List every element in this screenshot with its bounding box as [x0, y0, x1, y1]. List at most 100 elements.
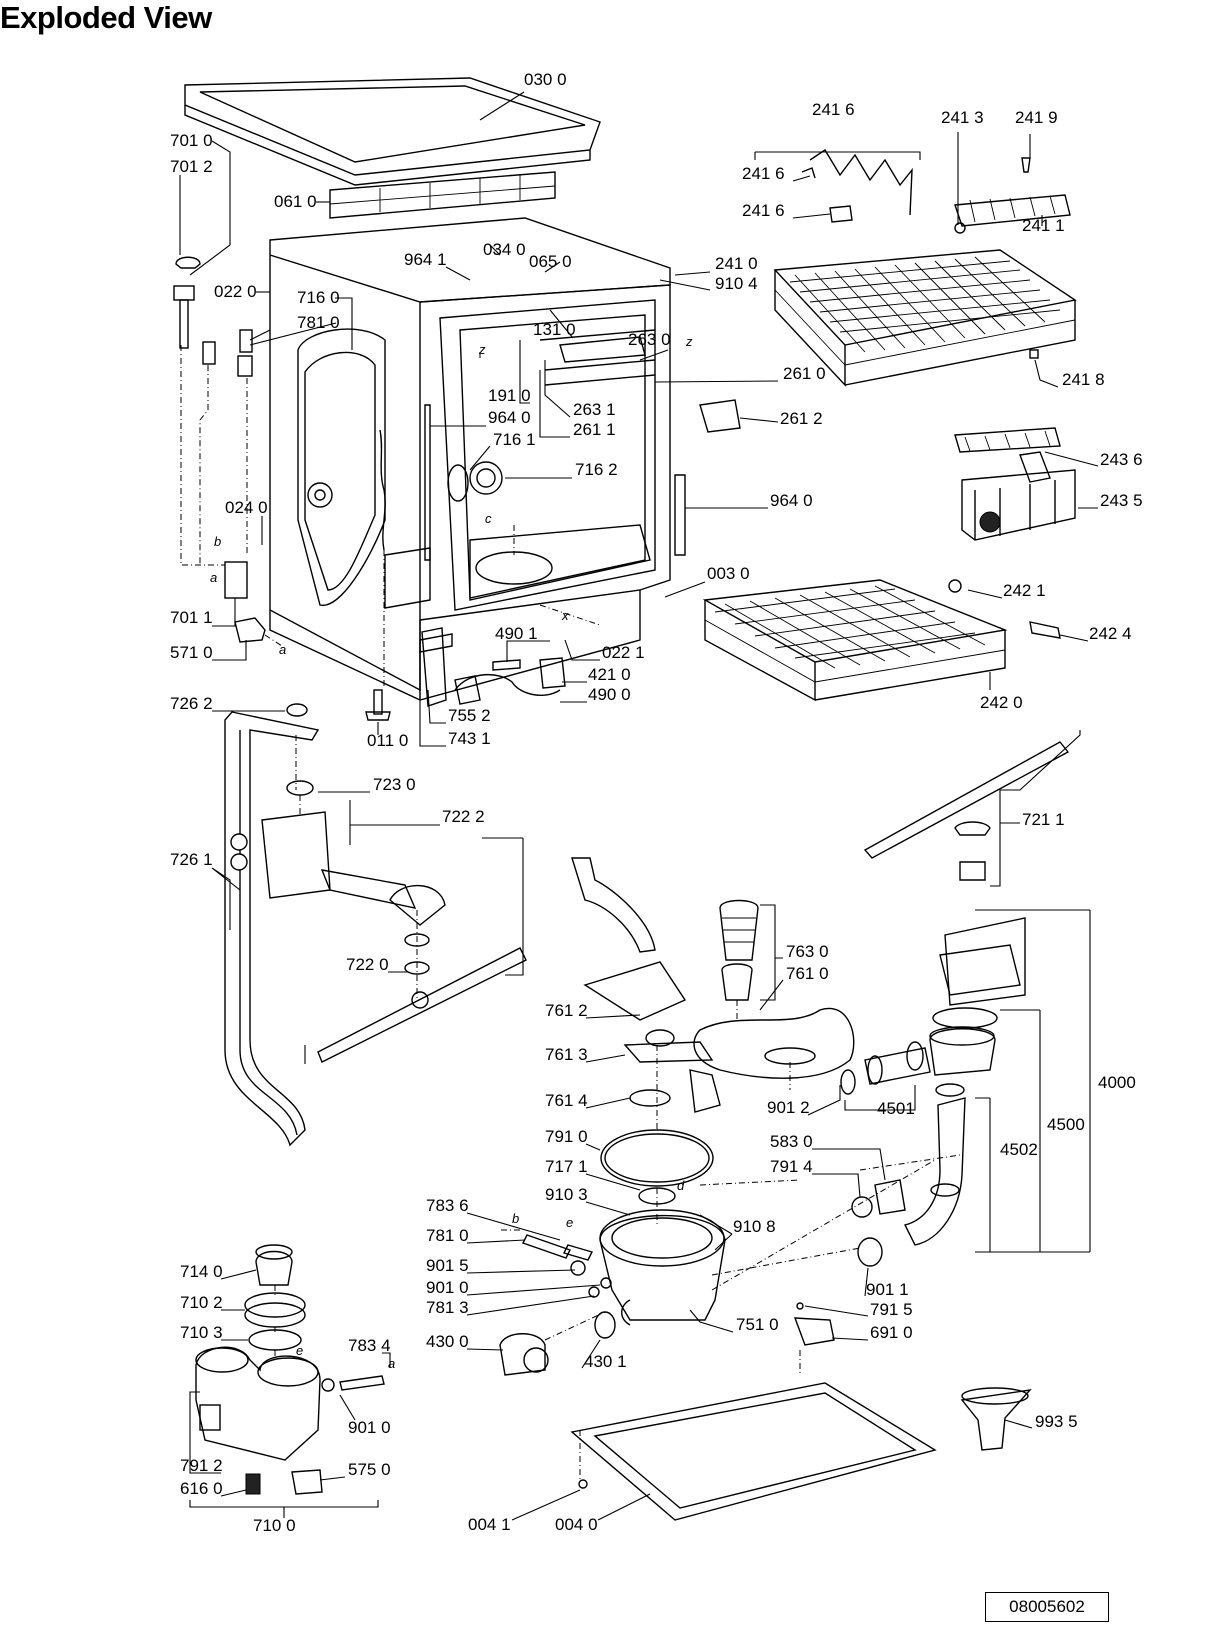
- circulation-pipe-part: [224, 703, 446, 1147]
- part-label-p2421: 242 1: [1003, 581, 1046, 600]
- part-label-p7262: 726 2: [170, 694, 213, 713]
- part-label-p4301: 430 1: [584, 1352, 627, 1371]
- part-label-p2416b: 241 6: [742, 164, 785, 183]
- marker-me1: e: [566, 1215, 574, 1230]
- part-label-p2413: 241 3: [941, 108, 984, 127]
- part-label-p1310: 131 0: [533, 320, 576, 339]
- part-label-p7162: 716 2: [575, 460, 618, 479]
- marker-me2: e: [296, 1343, 304, 1358]
- part-label-p5750: 575 0: [348, 1460, 391, 1479]
- part-label-p7915: 791 5: [870, 1300, 913, 1319]
- part-label-p2420: 242 0: [980, 693, 1023, 712]
- part-label-p7431: 743 1: [448, 729, 491, 748]
- part-label-p7552: 755 2: [448, 706, 491, 725]
- part-label-p7102: 710 2: [180, 1293, 223, 1312]
- part-label-p0220: 022 0: [214, 282, 257, 301]
- part-label-p7171: 717 1: [545, 1157, 588, 1176]
- page-title: Exploded View: [0, 0, 212, 35]
- part-label-p7910: 791 0: [545, 1127, 588, 1146]
- upper-spray-arm-part: [863, 741, 1070, 881]
- part-label-p2612: 261 2: [780, 409, 823, 428]
- part-label-p7010: 701 0: [170, 131, 213, 150]
- assembly-paths: [180, 345, 961, 1480]
- part-label-p7103: 710 3: [180, 1323, 223, 1342]
- part-label-p7011: 701 1: [170, 608, 213, 627]
- part-label-p5710: 571 0: [170, 643, 213, 662]
- marker-mb2: b: [512, 1211, 520, 1226]
- marker-mc: c: [485, 511, 492, 526]
- part-label-p2424: 242 4: [1089, 624, 1132, 643]
- part-label-p0041: 004 1: [468, 1515, 511, 1534]
- part-label-p4502: 4502: [1000, 1140, 1038, 1159]
- leader-lines: [179, 91, 1099, 1521]
- part-label-p0030: 003 0: [707, 564, 750, 583]
- part-label-p0650: 065 0: [529, 252, 572, 271]
- part-label-p2416c: 241 6: [742, 201, 785, 220]
- part-label-p7810b: 781 0: [426, 1226, 469, 1245]
- water-softener-part: [195, 1244, 385, 1495]
- part-label-p0610: 061 0: [274, 192, 317, 211]
- part-label-p6160: 616 0: [180, 1479, 223, 1498]
- part-label-p7230: 723 0: [373, 775, 416, 794]
- part-label-p2419: 241 9: [1015, 108, 1058, 127]
- part-label-p0340: 034 0: [483, 240, 526, 259]
- funnel-part: [960, 1387, 1032, 1451]
- part-label-p7610: 761 0: [786, 964, 829, 983]
- part-label-p7510: 751 0: [736, 1315, 779, 1334]
- part-label-p7612: 761 2: [545, 1001, 588, 1020]
- part-label-p7161: 716 1: [493, 430, 536, 449]
- document-number: 08005602: [985, 1592, 1109, 1622]
- marker-mz2: z: [686, 334, 693, 349]
- part-label-p7261: 726 1: [170, 850, 213, 869]
- part-label-p7834: 783 4: [348, 1336, 391, 1355]
- part-label-p7836: 783 6: [426, 1196, 469, 1215]
- part-label-p9935: 993 5: [1035, 1412, 1078, 1431]
- marker-mx: x: [562, 608, 569, 623]
- marker-mz1: z: [479, 342, 486, 357]
- part-label-p7012: 701 2: [170, 157, 213, 176]
- part-label-p2630: 263 0: [628, 330, 671, 349]
- part-label-p0300: 030 0: [524, 70, 567, 89]
- marker-ma1: a: [210, 570, 218, 585]
- part-label-p4210: 421 0: [588, 665, 631, 684]
- part-label-p9640b: 964 0: [770, 491, 813, 510]
- part-label-p4300: 430 0: [426, 1332, 469, 1351]
- part-label-p2411: 241 1: [1022, 216, 1065, 235]
- part-label-p9010b: 901 0: [348, 1418, 391, 1437]
- part-label-p7100: 710 0: [253, 1516, 296, 1535]
- sump-filter-part: [499, 857, 906, 1376]
- part-label-p4501: 4501: [877, 1099, 915, 1118]
- part-label-p4000: 4000: [1098, 1073, 1136, 1092]
- base-tray-part: [570, 1382, 937, 1521]
- part-label-p9011: 901 1: [866, 1280, 909, 1299]
- part-label-p7220: 722 0: [346, 955, 389, 974]
- part-label-p9103: 910 3: [545, 1185, 588, 1204]
- lower-spray-arm-part: [317, 947, 527, 1063]
- marker-md: d: [677, 1178, 685, 1193]
- part-label-p9012: 901 2: [767, 1098, 810, 1117]
- part-label-p2418: 241 8: [1062, 370, 1105, 389]
- part-label-p0221: 022 1: [602, 643, 645, 662]
- part-label-p7140: 714 0: [180, 1262, 223, 1281]
- top-cover-part: [184, 77, 601, 186]
- part-label-p7912: 791 2: [180, 1456, 223, 1475]
- part-label-p9010a: 901 0: [426, 1278, 469, 1297]
- part-label-p7813: 781 3: [426, 1298, 469, 1317]
- part-label-p2631: 263 1: [573, 400, 616, 419]
- lower-basket-part: [702, 579, 1061, 702]
- part-label-p4500: 4500: [1047, 1115, 1085, 1134]
- part-label-p2410: 241 0: [715, 254, 758, 273]
- part-label-p2416a: 241 6: [812, 100, 855, 119]
- part-label-p7211: 721 1: [1022, 810, 1065, 829]
- insulation-strip-part: [329, 171, 556, 219]
- pump-assembly-part: [840, 917, 1026, 1246]
- marker-ma3: a: [388, 1356, 396, 1371]
- marker-mb1: b: [214, 534, 222, 549]
- part-label-p9641: 964 1: [404, 250, 447, 269]
- part-label-p2611: 261 1: [573, 420, 616, 439]
- marker-ma2: a: [279, 642, 287, 657]
- part-label-p0110: 011 0: [367, 731, 409, 750]
- part-label-p4901: 490 1: [495, 624, 538, 643]
- upper-basket-part: [773, 149, 1077, 387]
- part-label-p4900: 490 0: [588, 685, 631, 704]
